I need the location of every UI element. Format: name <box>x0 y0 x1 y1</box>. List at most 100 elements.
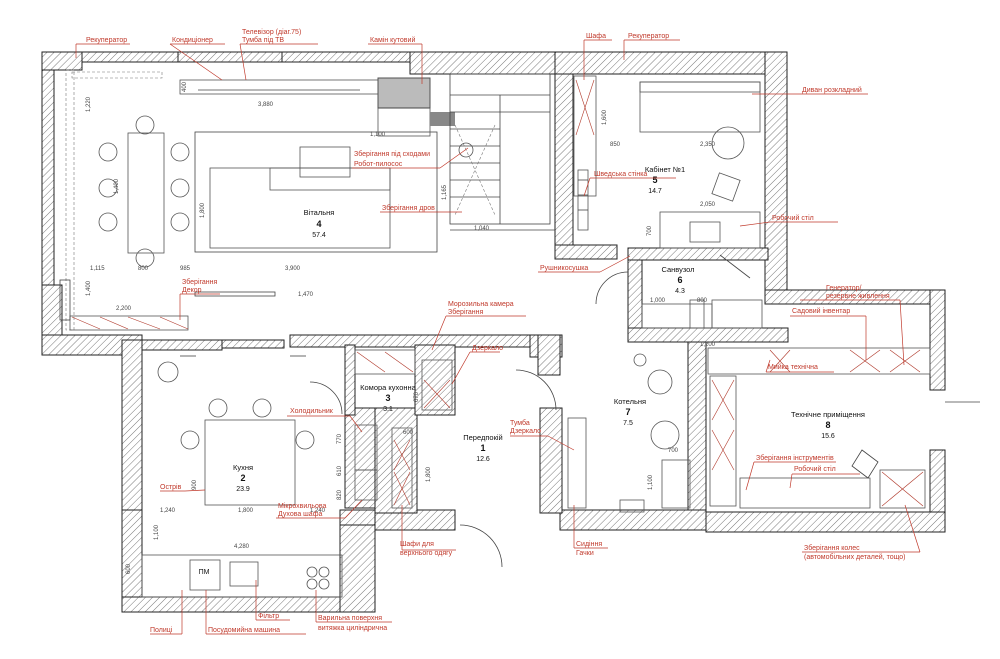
dim-670: 670 <box>414 391 420 402</box>
walls <box>41 51 946 613</box>
label-shvedska-stinka: Шведська стінка <box>594 170 647 178</box>
room-name-bathroom: Санвузол <box>661 265 694 274</box>
label-dzerkalo: Дзеркало <box>472 345 503 352</box>
dim-1400: 1,400 <box>114 178 120 194</box>
dim-1800b: 1,800 <box>238 508 254 514</box>
room-labels: Вітальня 4 57.4 Кабінет №1 5 14.7 Санвуз… <box>199 165 865 576</box>
room-hall: Передпокій 1 12.6 <box>463 433 503 463</box>
label-tumba-tv: Тумба під ТВ <box>242 36 284 44</box>
hall-furniture <box>309 349 587 568</box>
room-number-living: 4 <box>316 219 321 229</box>
room-number-hall: 1 <box>480 443 485 453</box>
pm-label: ПМ <box>199 569 210 576</box>
room-living: Вітальня 4 57.4 <box>304 208 335 239</box>
dim-1100: 1,100 <box>370 132 386 138</box>
dim-600b: 600 <box>126 563 132 574</box>
label-myika-tekhnichna: Мийка технічна <box>768 363 818 371</box>
dim-800b: 800 <box>697 298 708 304</box>
dim-1240a: 1,240 <box>160 508 176 514</box>
room-number-boiler: 7 <box>625 407 630 417</box>
dim-2200: 2,200 <box>116 306 132 312</box>
office-furniture <box>573 75 761 249</box>
dim-1100b: 1,100 <box>154 524 160 540</box>
label-rezervne-zhyvlennia: резервне живлення <box>826 293 890 300</box>
dim-985: 985 <box>180 266 191 272</box>
label-filtr: Фільтр <box>258 612 279 620</box>
dim-2350: 2,350 <box>700 142 716 148</box>
room-area-pantry: 3.1 <box>383 406 393 413</box>
label-dyvan: Диван розкладний <box>802 86 862 94</box>
room-kitchen: Кухня 2 23.9 <box>233 463 253 493</box>
dim-800: 800 <box>138 266 149 272</box>
dim-1115: 1,115 <box>90 266 105 272</box>
label-televizor: Телевізор (діаг.75) <box>242 28 301 36</box>
dim-610: 610 <box>337 465 343 476</box>
dim-3880: 3,880 <box>258 102 274 108</box>
room-name-boiler: Котельня <box>614 397 646 406</box>
room-area-hall: 12.6 <box>476 456 490 463</box>
label-tumba: Тумба <box>510 419 530 427</box>
kitchen-furniture <box>141 355 378 598</box>
label-kamin: Камін кутовий <box>370 36 415 44</box>
dim-4280: 4,280 <box>234 544 250 550</box>
room-area-office: 14.7 <box>648 188 662 195</box>
label-zberigannia-drov: Зберігання дров <box>382 204 435 212</box>
dim-1200: 1,200 <box>700 342 716 348</box>
dim-1220: 1,220 <box>86 96 92 112</box>
room-area-kitchen: 23.9 <box>236 486 250 493</box>
label-sydinnia: Сидіння <box>576 540 602 548</box>
dim-900: 900 <box>192 479 198 490</box>
label-rekuperator-right: Рекуператор <box>628 33 669 40</box>
room-number-office: 5 <box>652 175 657 185</box>
label-robochyi-stil: Робочий стіл <box>772 214 814 222</box>
room-name-office: Кабінет №1 <box>645 165 685 174</box>
dim-820: 820 <box>337 489 343 500</box>
room-area-living: 57.4 <box>312 232 326 239</box>
label-zberigannia-kolis: Зберігання колес <box>804 544 860 552</box>
dim-1800c: 1,800 <box>426 466 432 482</box>
dim-1400b: 1,400 <box>86 280 92 296</box>
dim-700b: 700 <box>668 448 679 454</box>
label-kondytsioner: Кондиціонер <box>172 36 213 44</box>
label-zberigannia-2: Зберігання <box>448 308 484 316</box>
room-number-bathroom: 6 <box>677 275 682 285</box>
dim-850: 850 <box>610 142 621 148</box>
dim-2050: 2,050 <box>700 202 716 208</box>
room-name-living: Вітальня <box>304 208 335 217</box>
label-dekor: Декор <box>182 287 202 294</box>
room-area-bathroom: 4.3 <box>675 288 685 295</box>
dim-3900: 3,900 <box>285 266 301 272</box>
label-robochyi-stil-2: Робочий стіл <box>794 465 836 473</box>
label-vytiazhka: витяжка циліндрична <box>318 624 387 632</box>
label-zberigannia-instrumentiv: Зберігання інструментів <box>756 454 834 462</box>
label-zberigannia: Зберігання <box>182 278 218 286</box>
tech-furniture <box>707 347 980 509</box>
label-sadovyi-inventar: Садовий інвентар <box>792 307 850 315</box>
label-avtomobilnykh-detalei: (автомобільних деталей, тощо) <box>804 553 906 561</box>
dim-1100c: 1,100 <box>648 474 654 490</box>
living-furniture <box>59 69 555 331</box>
dim-700: 700 <box>647 225 653 236</box>
label-mikrokhvylova: Мікрохвильова <box>278 502 327 510</box>
label-morozylna-kamera: Морозильна камера <box>448 301 514 308</box>
label-gachky: Гачки <box>576 550 594 557</box>
room-area-boiler: 7.5 <box>623 420 633 427</box>
label-verkhnoho-odiahu: верхнього одягу <box>400 550 453 557</box>
label-shafy-dlia: Шафи для <box>400 541 434 548</box>
dim-1165: 1,165 <box>442 184 448 200</box>
room-tech: Технічне приміщення 8 15.6 <box>791 410 865 440</box>
label-zberigannia-skhody: Зберігання під сходами <box>354 150 430 158</box>
label-tumba-dzerkalo: Дзеркало <box>510 428 541 435</box>
room-name-tech: Технічне приміщення <box>791 410 865 419</box>
label-rekuperator-left: Рекуператор <box>86 37 127 44</box>
room-boiler: Котельня 7 7.5 <box>614 397 646 427</box>
room-office: Кабінет №1 5 14.7 <box>645 165 685 195</box>
label-varylna-poverkhnia: Варильна поверхня <box>318 615 382 622</box>
label-posudomyina-mashyna: Посудомийна машина <box>208 626 280 634</box>
dim-770: 770 <box>337 433 343 444</box>
room-pantry: Комора кухонна 3 3.1 <box>360 383 417 413</box>
bathroom-furniture <box>595 254 763 329</box>
room-name-hall: Передпокій <box>463 433 503 442</box>
label-dukhova-shafa: Духова шафа <box>278 511 322 518</box>
